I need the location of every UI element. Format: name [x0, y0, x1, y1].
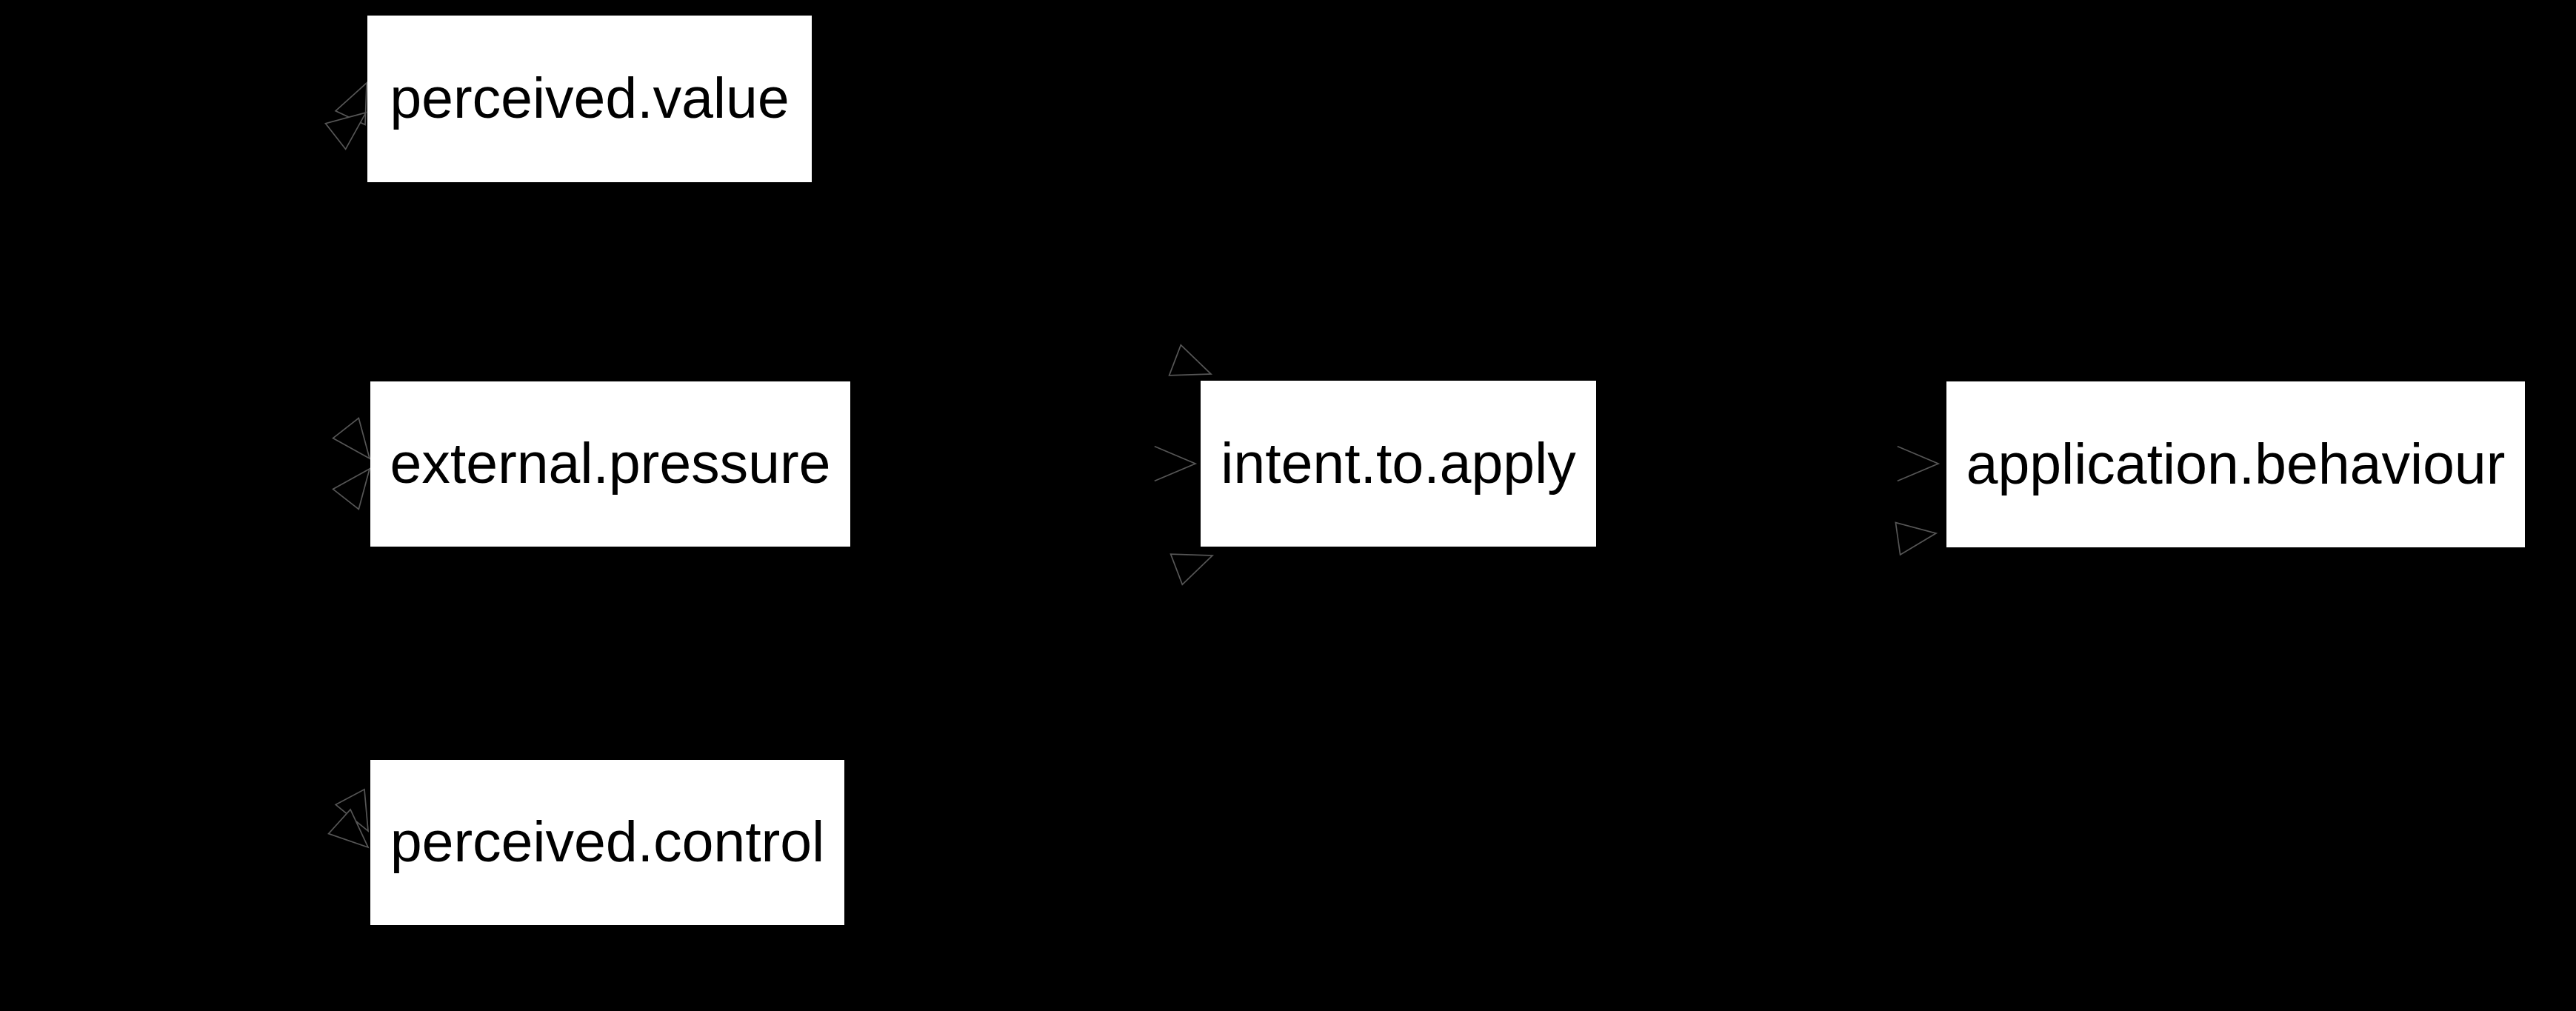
- cov-arrowhead-ep-lower: [332, 467, 371, 510]
- node-label-intent-to-apply: intent.to.apply: [1221, 431, 1576, 496]
- arrowhead-ep-to-intent: [1154, 445, 1198, 482]
- node-perceived-control: perceived.control: [370, 760, 844, 925]
- arrowhead-pc-to-intent: [1169, 553, 1215, 586]
- node-label-external-pressure: external.pressure: [390, 432, 831, 496]
- cov-arrowhead-ep-upper: [332, 417, 371, 460]
- node-external-pressure: external.pressure: [370, 381, 850, 547]
- node-label-perceived-control: perceived.control: [390, 810, 825, 874]
- cov-arrowhead-pc-lower: [327, 808, 370, 849]
- arrowhead-pv-to-intent: [1168, 344, 1213, 376]
- arrowhead-pc-to-app: [1895, 521, 1938, 556]
- arrowhead-intent-to-app: [1897, 445, 1941, 482]
- node-intent-to-apply: intent.to.apply: [1201, 381, 1596, 547]
- node-label-perceived-value: perceived.value: [390, 67, 790, 130]
- cov-arrowhead-pv-lower: [324, 111, 367, 150]
- node-application-behaviour: application.behaviour: [1946, 381, 2525, 547]
- node-label-application-behaviour: application.behaviour: [1966, 432, 2506, 496]
- node-perceived-value: perceived.value: [367, 16, 812, 182]
